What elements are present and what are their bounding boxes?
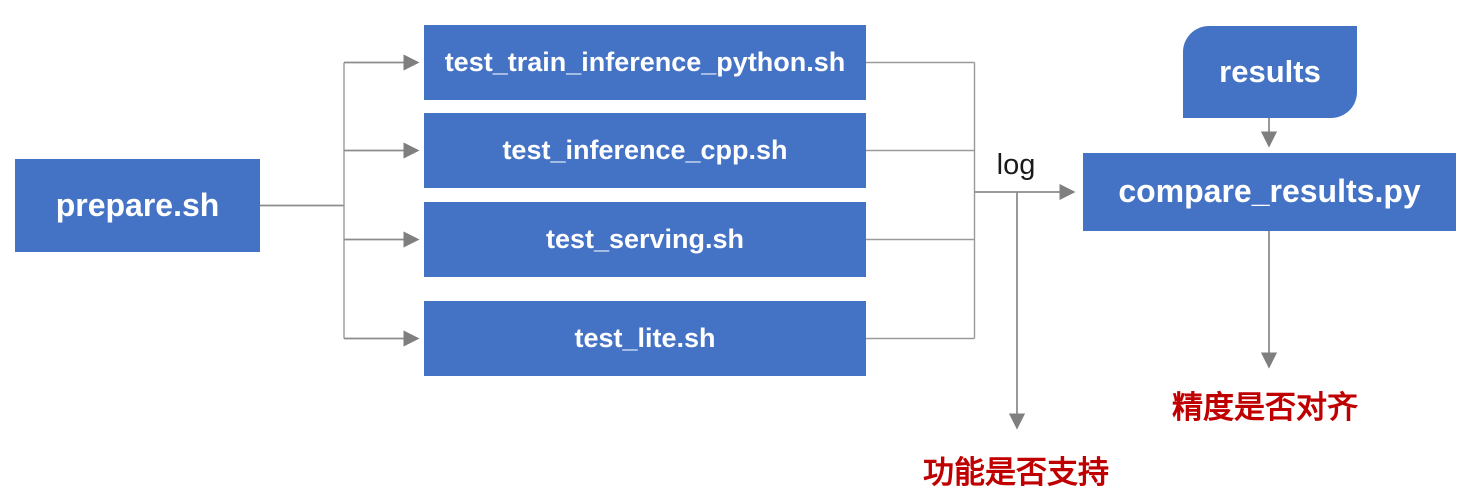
node-test-train-inference-python-sh-label: test_train_inference_python.sh: [444, 46, 846, 77]
node-test-inference-cpp-sh-label: test_inference_cpp.sh: [502, 134, 788, 165]
node-compare-results-py-label: compare_results.py: [1118, 173, 1421, 210]
node-test-serving-sh: test_serving.sh: [424, 202, 866, 277]
edge-label-log: log: [996, 149, 1036, 181]
node-test-inference-cpp-sh: test_inference_cpp.sh: [424, 113, 866, 188]
node-test-train-inference-python-sh: test_train_inference_python.sh: [424, 25, 866, 100]
node-results-label: results: [1219, 53, 1321, 89]
node-results: results: [1183, 26, 1357, 118]
node-prepare-sh-label: prepare.sh: [55, 186, 220, 223]
annotation-accuracy-aligned: 精度是否对齐: [1172, 390, 1358, 425]
node-test-serving-sh-label: test_serving.sh: [545, 223, 745, 254]
node-compare-results-py: compare_results.py: [1083, 153, 1456, 231]
annotation-feature-supported: 功能是否支持: [923, 455, 1109, 490]
node-prepare-sh: prepare.sh: [15, 159, 260, 252]
node-test-lite-sh: test_lite.sh: [424, 301, 866, 376]
node-test-lite-sh-label: test_lite.sh: [574, 322, 716, 353]
